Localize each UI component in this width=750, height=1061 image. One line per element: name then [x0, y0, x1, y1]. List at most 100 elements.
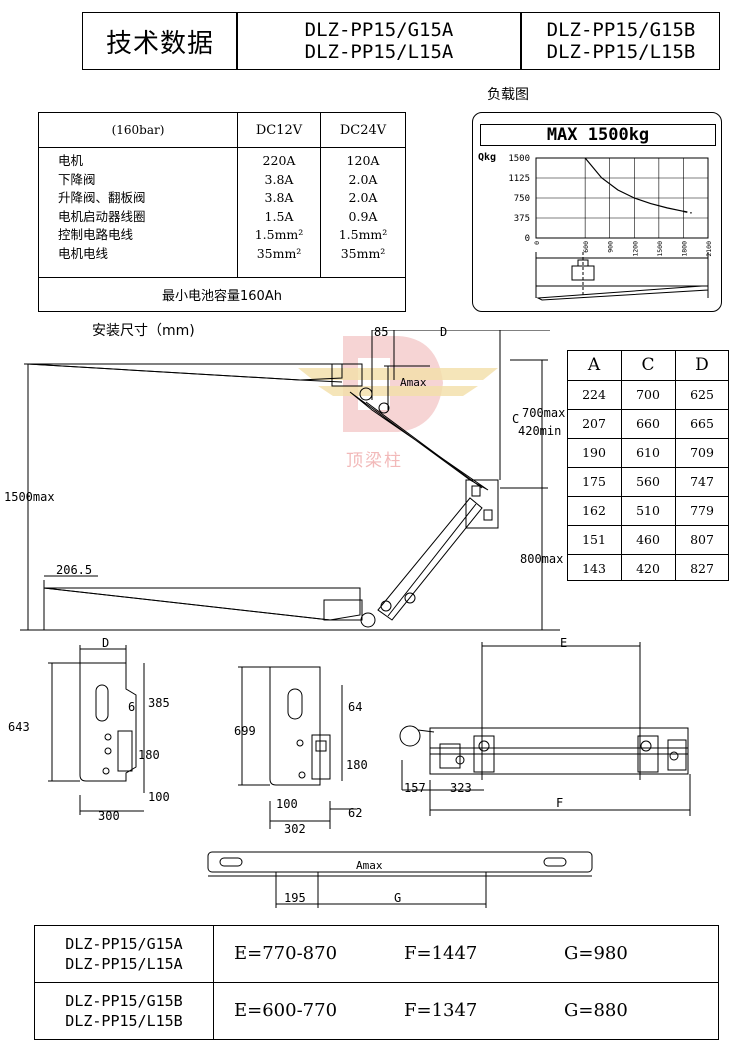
- acd-table-hline: [567, 467, 729, 468]
- tech-row-value-24v: 35mm²: [340, 245, 386, 261]
- tech-table-hline: [38, 147, 406, 148]
- load-chart-y-tick: 750: [514, 194, 530, 204]
- voltage-header-12v: DC12V: [255, 122, 303, 138]
- model-dim-f: F=1347: [404, 1000, 478, 1021]
- page-title: 技术数据: [105, 28, 214, 59]
- beam-Amax: Amax: [356, 859, 383, 872]
- dim-Amax-side: Amax: [400, 376, 427, 389]
- tech-row-value-12v: 3.8A: [264, 190, 294, 205]
- tech-row-label: 升降阀、翻板阀: [58, 190, 146, 205]
- model-name: DLZ-PP15/G15A: [65, 934, 183, 953]
- tech-row-value-12v: 220A: [262, 153, 296, 168]
- tech-table-vline: [237, 112, 238, 277]
- tech-table-hline: [38, 277, 406, 278]
- dim-800max: 800max: [520, 552, 564, 566]
- load-chart-x-tick: 0: [533, 241, 541, 245]
- acd-table: [567, 350, 729, 581]
- load-chart-caption: 负载图: [487, 87, 529, 103]
- acd-cell: 665: [690, 416, 714, 431]
- acd-cell: 700: [636, 387, 660, 402]
- beam-195: 195: [284, 891, 306, 905]
- header-model-a2: DLZ-PP15/L15A: [304, 41, 454, 63]
- header-divider: [520, 12, 522, 70]
- frame-dim-323: 323: [450, 781, 472, 795]
- tech-row-label: 电机启动器线圈: [58, 208, 146, 224]
- acd-cell: 625: [690, 387, 714, 402]
- battery-capacity: 最小电池容量160Ah: [162, 288, 282, 304]
- load-chart-x-tick: 1500: [656, 241, 664, 257]
- acd-cell: 807: [690, 532, 714, 547]
- tech-row-value-24v: 2.0A: [348, 171, 378, 187]
- acd-cell: 207: [582, 416, 606, 431]
- dim-700max: 700max: [522, 406, 566, 420]
- load-curve-line: [584, 157, 684, 212]
- acd-table-hline: [567, 554, 729, 555]
- bracket-left-drawing: [48, 645, 145, 815]
- acd-cell: 779: [690, 503, 714, 518]
- tech-row-value-24v: 120A: [346, 153, 380, 168]
- tech-row-value-24v: 1.5mm²: [338, 227, 388, 242]
- bracket-left-100: 100: [148, 790, 170, 804]
- bracket-left-6: 6: [128, 700, 136, 714]
- tech-row-label: 电机电线: [58, 245, 109, 261]
- dim-206-5: 206.5: [56, 563, 93, 577]
- install-caption: 安装尺寸（mm): [92, 323, 195, 339]
- frame-dim-F: F: [556, 796, 564, 810]
- tech-table: [38, 112, 406, 312]
- acd-cell: 510: [636, 503, 660, 518]
- acd-cell: 709: [690, 445, 714, 460]
- acd-cell: 151: [582, 532, 606, 547]
- load-curve-dashed-tail: [683, 210, 692, 214]
- load-chart-x-tick: 1800: [680, 241, 688, 257]
- acd-header-c: C: [641, 354, 655, 375]
- tech-row-label: 控制电路电线: [58, 227, 134, 242]
- bracket-right-699: 699: [234, 724, 256, 738]
- watermark-text: 顶梁柱: [346, 451, 403, 471]
- acd-cell: 224: [582, 387, 606, 402]
- acd-cell: 827: [690, 561, 714, 576]
- acd-cell: 175: [582, 474, 606, 489]
- acd-cell: 660: [636, 416, 660, 431]
- acd-table-hline: [567, 380, 729, 381]
- acd-cell: 747: [690, 474, 714, 489]
- model-name: DLZ-PP15/G15B: [65, 991, 183, 1010]
- header-frame: [82, 12, 720, 70]
- bracket-left-385: 385: [148, 696, 170, 710]
- bracket-left-D: D: [102, 636, 110, 650]
- acd-cell: 143: [582, 561, 606, 576]
- dim-1500max: 1500max: [4, 490, 55, 504]
- watermark-logo: 顶梁柱: [298, 328, 498, 478]
- load-chart-x-tick: 1200: [631, 241, 639, 257]
- model-dim-g: G=880: [564, 1000, 628, 1021]
- acd-cell: 420: [636, 561, 660, 576]
- tech-row-value-12v: 3.8A: [264, 171, 294, 187]
- acd-header-d: D: [695, 354, 709, 375]
- model-dim-e: E=600-770: [234, 1000, 338, 1021]
- dim-D-top: D: [440, 325, 448, 339]
- tech-row-value-12v: 1.5mm²: [254, 227, 304, 242]
- bracket-left-300: 300: [98, 809, 120, 823]
- models-table-hline: [34, 982, 719, 983]
- model-name: DLZ-PP15/L15A: [65, 954, 183, 973]
- acd-table-hline: [567, 438, 729, 439]
- dim-85: 85: [374, 325, 389, 339]
- model-name: DLZ-PP15/L15B: [65, 1011, 183, 1030]
- acd-table-hline: [567, 409, 729, 410]
- bracket-right-302: 302: [284, 822, 306, 836]
- platform-silhouette-icon: [535, 252, 709, 301]
- acd-cell: 610: [636, 445, 660, 460]
- tech-row-label: 下降阀: [58, 171, 96, 187]
- load-chart-banner: MAX 1500kg: [480, 124, 716, 146]
- installation-side-view: [20, 330, 560, 631]
- bracket-right-100: 100: [276, 797, 298, 811]
- tech-row-value-24v: 0.9A: [348, 208, 378, 224]
- load-chart-y-tick: 375: [514, 214, 530, 224]
- frame-dim-E: E: [560, 636, 568, 650]
- load-chart-y-unit: Qkg: [478, 152, 496, 163]
- acd-cell: 560: [636, 474, 660, 489]
- acd-table-vline: [675, 350, 676, 581]
